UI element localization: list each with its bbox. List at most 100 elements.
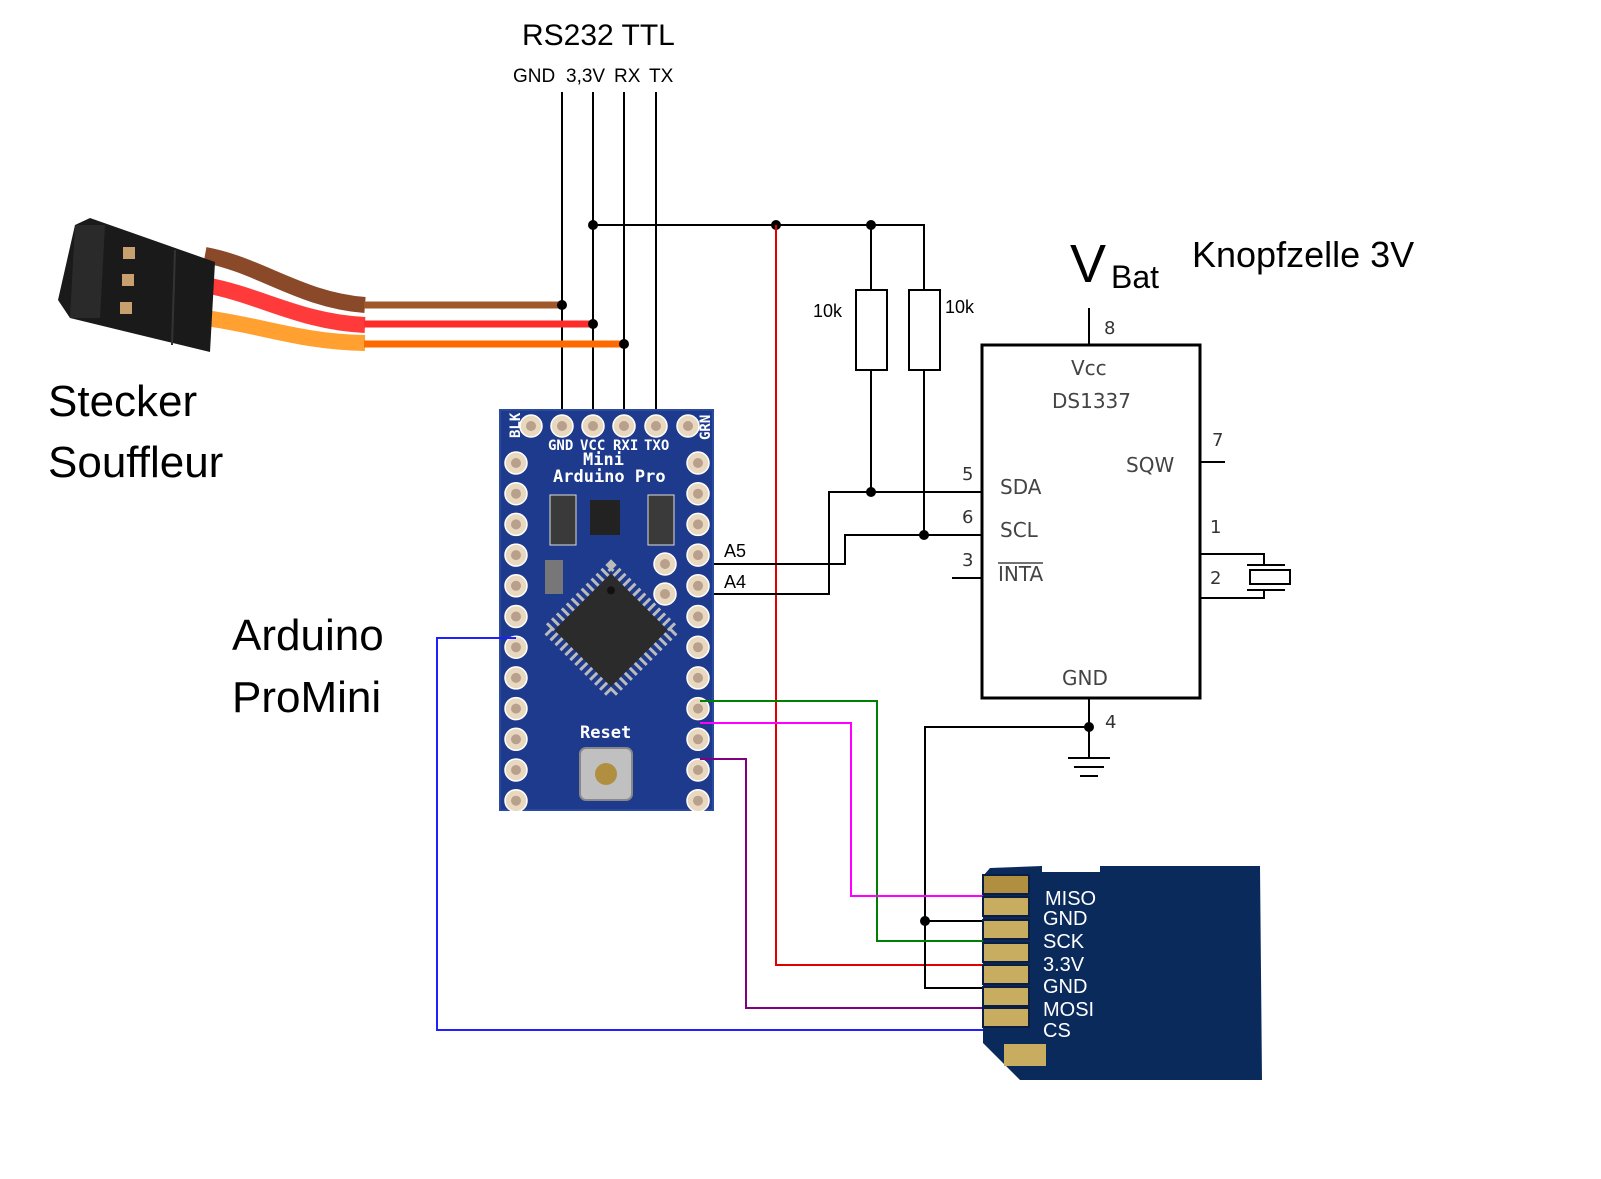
rs232-pin-33v-label: 3,3V bbox=[566, 66, 605, 87]
pad-hole bbox=[511, 642, 521, 653]
junction-dot bbox=[588, 319, 598, 329]
wire-sd-33v bbox=[775, 225, 995, 966]
pad-hole bbox=[511, 519, 521, 530]
wire-sda-a4 bbox=[665, 491, 985, 595]
rs232-wires bbox=[561, 92, 657, 425]
sd-pin-sck: SCK bbox=[1043, 931, 1085, 953]
wire-mosi-d11 bbox=[700, 758, 995, 1009]
pad-hole bbox=[511, 734, 521, 745]
arduino-label-line2: ProMini bbox=[232, 673, 381, 722]
resistor-r1-value: 10k bbox=[813, 301, 843, 321]
pad-hole bbox=[557, 421, 567, 431]
junction-dot bbox=[919, 530, 929, 540]
sd-card-pads bbox=[982, 874, 1030, 1028]
pad-hole bbox=[693, 519, 703, 530]
capacitor-right bbox=[647, 494, 675, 546]
arduino-pro-mini-board: BLK GND VCC RXI TXO GRN Mini Arduino Pro… bbox=[499, 409, 714, 813]
pad-hole bbox=[511, 672, 521, 683]
servo-cable-brown bbox=[203, 247, 366, 313]
pad-hole bbox=[660, 589, 670, 599]
junction-dot bbox=[866, 220, 876, 230]
battery-label: Knopfzelle 3V bbox=[1192, 234, 1414, 275]
sd-card-body bbox=[983, 866, 1262, 1080]
pad-hole bbox=[588, 421, 598, 431]
label-a5: A5 bbox=[724, 541, 746, 561]
reset-button-cap bbox=[595, 763, 617, 785]
atmega328p-chip bbox=[540, 559, 682, 701]
resistor-r2 bbox=[908, 289, 941, 371]
sd-pad-5 bbox=[982, 986, 1030, 1007]
rtc-pin-5-num: 5 bbox=[962, 464, 973, 485]
pad-hole bbox=[619, 421, 629, 431]
pad-hole bbox=[693, 672, 703, 683]
pad-hole bbox=[511, 458, 521, 468]
resistor-r1 bbox=[855, 289, 888, 371]
pad-hole bbox=[683, 421, 693, 431]
silk-gnd: GND bbox=[548, 438, 573, 454]
sd-pin-cs: CS bbox=[1043, 1020, 1071, 1042]
wire-scl-a5 bbox=[665, 534, 985, 565]
sd-pad-0 bbox=[982, 874, 1030, 895]
sd-pad-1 bbox=[982, 896, 1030, 917]
rs232-pin-tx-label: TX bbox=[649, 66, 674, 87]
voltage-regulator bbox=[590, 500, 620, 535]
sd-pin-gnd1: GND bbox=[1043, 908, 1087, 930]
sd-pin-33v: 3.3V bbox=[1043, 954, 1085, 976]
servo-plug-edge bbox=[171, 249, 176, 346]
rs232-pin-rx-label: RX bbox=[614, 66, 641, 87]
pad-hole bbox=[693, 734, 703, 745]
label-a4: A4 bbox=[724, 572, 746, 592]
silk-mini: Mini bbox=[583, 450, 624, 470]
rs232-title: RS232 TTL bbox=[522, 19, 675, 52]
sd-pin-gnd2: GND bbox=[1043, 976, 1087, 998]
rtc-pin-2-crystal bbox=[1200, 590, 1265, 599]
servo-cable-red bbox=[203, 277, 366, 333]
arduino-label-line1: Arduino bbox=[232, 611, 384, 660]
rtc-pin-2-num: 2 bbox=[1210, 568, 1221, 589]
wire-cs-d4 bbox=[436, 637, 995, 1031]
pad-hole bbox=[693, 580, 703, 591]
vbat-subscript: Bat bbox=[1111, 259, 1159, 295]
sd-pin-miso: MISO bbox=[1045, 888, 1096, 910]
rtc-pin-sda-name: SDA bbox=[1000, 475, 1042, 499]
vbat-label: V bbox=[1070, 234, 1106, 294]
connector-label-line1: Stecker bbox=[48, 377, 197, 426]
pad-hole bbox=[511, 550, 521, 561]
pad-hole bbox=[511, 765, 521, 775]
rtc-pin-8-num: 8 bbox=[1104, 318, 1115, 339]
pad-hole bbox=[511, 611, 521, 622]
rs232-pin-gnd-label: GND bbox=[513, 66, 555, 87]
pad-hole bbox=[693, 550, 703, 561]
rtc-pin-inta-name: INTA bbox=[998, 562, 1044, 586]
rtc-body bbox=[980, 343, 1202, 700]
vcc-bus bbox=[593, 224, 925, 290]
rtc-ds1337: Vcc DS1337 SDA SCL INTA SQW GND 8 5 6 3 … bbox=[952, 308, 1291, 777]
servo-pin bbox=[122, 274, 134, 286]
silk-txo: TXO bbox=[644, 438, 669, 454]
resonator bbox=[545, 560, 563, 594]
servo-plug-face bbox=[70, 225, 105, 318]
rtc-pin-3-num: 3 bbox=[962, 550, 973, 571]
pad-hole bbox=[511, 703, 521, 714]
rtc-gnd-label: GND bbox=[1062, 666, 1108, 690]
servo-cable-orange bbox=[203, 310, 366, 351]
pad-hole bbox=[511, 580, 521, 591]
pad-hole bbox=[693, 642, 703, 653]
chip-pins bbox=[540, 559, 682, 701]
rtc-part-number: DS1337 bbox=[1052, 389, 1131, 413]
servo-pin bbox=[120, 302, 132, 314]
silk-arduino-pro: Arduino Pro bbox=[553, 467, 666, 487]
rtc-vcc-label: Vcc bbox=[1071, 356, 1107, 380]
sd-pad-2 bbox=[982, 919, 1030, 940]
connector-label-line2: Souffleur bbox=[48, 438, 223, 487]
wire-sck-d13 bbox=[700, 700, 995, 942]
pad-hole bbox=[693, 795, 703, 806]
sd-pad-6 bbox=[982, 1007, 1030, 1028]
silk-rxi: RXI bbox=[613, 438, 638, 454]
sd-pad-3 bbox=[982, 942, 1030, 963]
junction-dot bbox=[619, 339, 629, 349]
capacitor-left bbox=[549, 494, 577, 546]
rtc-pin-1-num: 1 bbox=[1210, 517, 1221, 538]
resistor-r2-value: 10k bbox=[945, 297, 975, 317]
rtc-pin-sqw-name: SQW bbox=[1126, 453, 1174, 477]
